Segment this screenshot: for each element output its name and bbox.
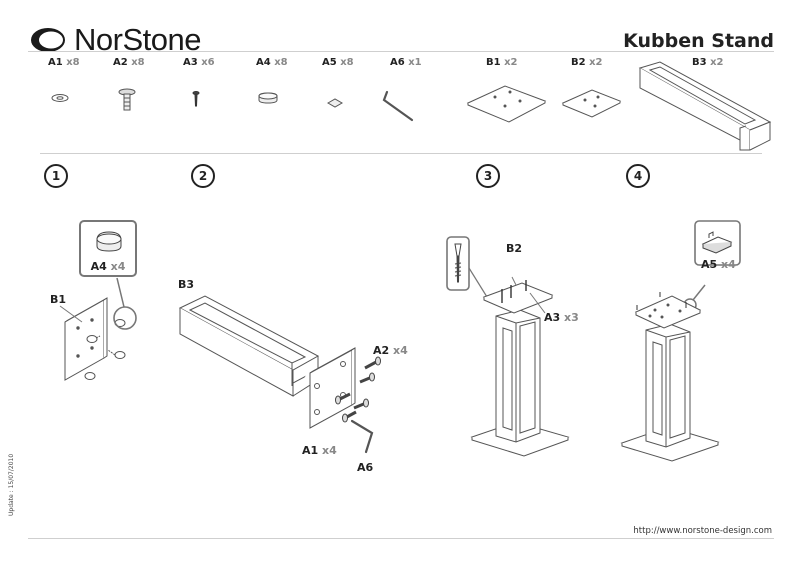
step2-bolt-label: A2 x4 [373,344,408,357]
step1-plate-label: B1 [50,293,67,306]
bolt-icon [118,88,136,111]
divider [28,538,774,539]
step1-base-plate-icon [64,297,108,381]
step2-bolts-icon [335,356,381,423]
part-label-B1: B1 x2 [486,57,518,68]
washer-icon [51,94,69,102]
step2-key-label: A6 [357,461,374,474]
step1-feet-icon [84,319,126,380]
column-frame-icon [638,61,772,151]
step2-washer-label: A1 x4 [302,444,337,457]
step4-pad-callout-icon [694,220,741,266]
part-label-A6: A6 x1 [390,57,422,68]
divider [40,153,762,154]
part-label-B3: B3 x2 [692,57,724,68]
step2-column-frame-icon [178,295,320,397]
step4-stand-icon [620,323,720,462]
part-label-A3: A3 x6 [183,57,215,68]
part-label-B2: B2 x2 [571,57,603,68]
step-number-3: 3 [476,164,500,188]
top-plate-icon [561,89,622,118]
foot-pad-icon [96,231,122,252]
step1-detail-circle [113,306,137,330]
part-label-A4: A4 x8 [256,57,288,68]
step-number-4: 4 [626,164,650,188]
update-date: Update : 15/07/2010 [8,453,15,516]
step3-stand-icon [470,309,570,457]
website-url[interactable]: http://www.norstone-design.com [633,526,772,536]
step3-plate-label: B2 [506,242,523,255]
divider [28,51,774,52]
assembly-illustrations [64,220,741,462]
step3-screw-label: A3 x3 [544,311,579,324]
step-number-1: 1 [44,164,68,188]
step3-screw-callout-icon [446,236,470,291]
page-title: Kubben Stand [623,30,774,52]
screw-icon [192,91,200,107]
foot-pad-icon [258,92,278,104]
step1-callout: A4 x4 [79,220,137,277]
step1-callout-label: A4 x4 [90,260,126,273]
part-label-A5: A5 x8 [322,57,354,68]
step4-top-plate-icon [634,292,702,329]
step2-frame-label: B3 [178,278,195,291]
step2-mounting-plate-icon [309,347,356,429]
base-plate-icon [466,85,547,123]
square-pad-icon [326,98,344,108]
part-label-A1: A1 x8 [48,57,80,68]
norstone-logo-icon [31,28,65,52]
allen-key-icon [382,90,414,122]
step4-callout-label: A5 x4 [701,258,736,271]
step2-allen-key-icon [350,419,374,454]
part-label-A2: A2 x8 [113,57,145,68]
parts-illustrations [51,61,772,151]
step-number-2: 2 [191,164,215,188]
